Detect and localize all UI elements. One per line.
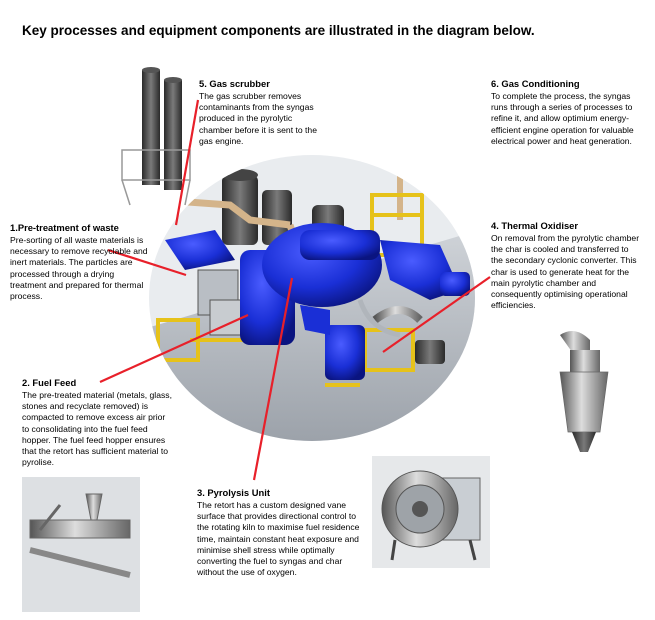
plant-render (149, 155, 475, 441)
callout-pretreatment (107, 248, 187, 277)
gas-scrubber-text: The gas scrubber removes contaminants fr… (199, 91, 317, 146)
pyrolysis-block: 3. Pyrolysis Unit The retort has a custo… (197, 487, 367, 578)
pretreatment-text: Pre-sorting of all waste materials is ne… (10, 235, 148, 302)
fuel-feed-text: The pre-treated material (metals, glass,… (22, 390, 172, 468)
cyclone-render (559, 331, 609, 452)
scrubber-columns-render (121, 67, 191, 206)
pretreatment-block: 1.Pre-treatment of waste Pre-sorting of … (10, 222, 148, 302)
gas-conditioning-block: 6. Gas Conditioning To complete the proc… (491, 78, 641, 147)
callout-thermal-oxidiser (382, 276, 491, 353)
thermal-oxidiser-block: 4. Thermal Oxidiser On removal from the … (491, 220, 641, 311)
fuel-feed-heading: 2. Fuel Feed (22, 377, 77, 388)
thermal-oxidiser-text: On removal from the pyrolytic chamber th… (491, 233, 640, 311)
fuel-feed-block: 2. Fuel Feed The pre-treated material (m… (22, 377, 174, 468)
callout-fuel-feed (99, 313, 249, 384)
kiln-render (372, 456, 490, 568)
callout-lines (99, 99, 491, 481)
thermal-oxidiser-heading: 4. Thermal Oxidiser (491, 220, 579, 231)
gas-scrubber-heading: 5. Gas scrubber (199, 78, 270, 89)
hopper-render (22, 477, 140, 612)
callout-pyrolysis (252, 277, 294, 481)
pyrolysis-heading: 3. Pyrolysis Unit (197, 487, 270, 498)
gas-conditioning-text: To complete the process, the syngas runs… (491, 91, 634, 146)
gas-conditioning-heading: 6. Gas Conditioning (491, 78, 580, 89)
callout-gas-scrubber (174, 99, 200, 226)
pretreatment-heading: 1.Pre-treatment of waste (10, 222, 119, 233)
gas-scrubber-block: 5. Gas scrubber The gas scrubber removes… (199, 78, 323, 147)
pyrolysis-text: The retort has a custom designed vane su… (197, 500, 360, 578)
page-title: Key processes and equipment components a… (22, 23, 535, 38)
